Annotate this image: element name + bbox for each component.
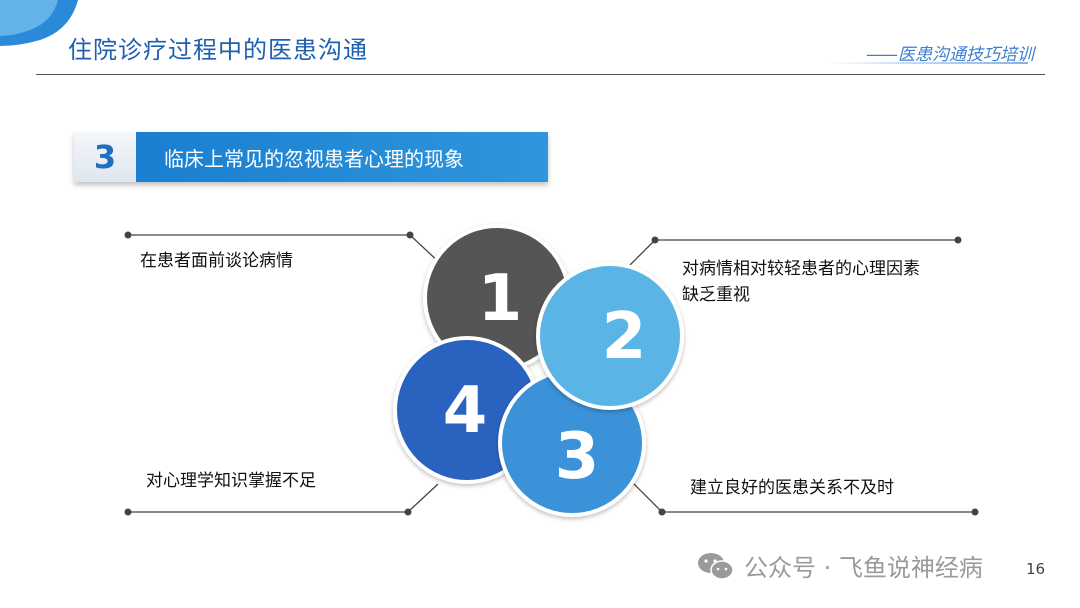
circle-number-2: 2 <box>602 300 647 374</box>
subtitle-underline <box>828 62 1028 64</box>
circle-number-4: 4 <box>443 374 488 448</box>
item-2-text-line2: 缺乏重视 <box>682 285 750 305</box>
item-label-2: 对病情相对较轻患者的心理因素 缺乏重视 <box>682 256 920 308</box>
page-number: 16 <box>1026 560 1046 578</box>
connector-dot-2b <box>651 236 659 244</box>
page-subtitle: ——医患沟通技巧培训 <box>866 40 1034 65</box>
page-title: 住院诊疗过程中的医患沟通 <box>68 36 368 64</box>
corner-decoration <box>0 0 78 46</box>
item-label-1: 在患者面前谈论病情 <box>140 248 293 274</box>
connector-dot-3a <box>971 508 979 516</box>
section-heading: 临床上常见的忽视患者心理的现象 <box>136 132 548 182</box>
section-number: 3 <box>74 132 136 182</box>
item-2-text-line1: 对病情相对较轻患者的心理因素 <box>682 259 920 279</box>
connector-dot-1a <box>124 231 132 239</box>
connector-dot-3b <box>658 508 666 516</box>
connector-dot-1b <box>406 231 414 239</box>
item-label-3: 建立良好的医患关系不及时 <box>690 475 894 501</box>
connector-dot-2a <box>954 236 962 244</box>
item-4-text: 对心理学知识掌握不足 <box>146 471 316 491</box>
watermark: 公众号 · 飞鱼说神经病 <box>696 548 983 583</box>
subtitle-dash: —— <box>866 45 898 65</box>
header-divider <box>36 74 1045 75</box>
item-1-text: 在患者面前谈论病情 <box>140 251 293 271</box>
item-3-text: 建立良好的医患关系不及时 <box>690 478 894 498</box>
connector-dot-4a <box>124 508 132 516</box>
subtitle-text: 医患沟通技巧培训 <box>898 45 1034 65</box>
circle-2 <box>536 262 684 410</box>
wechat-icon <box>698 552 734 580</box>
connector-dot-4b <box>404 508 412 516</box>
section-heading-bar: 3 临床上常见的忽视患者心理的现象 <box>74 132 548 182</box>
circle-number-1: 1 <box>478 262 523 336</box>
circle-number-3: 3 <box>555 420 600 494</box>
item-label-4: 对心理学知识掌握不足 <box>146 468 316 494</box>
watermark-text: 公众号 · 飞鱼说神经病 <box>744 554 983 582</box>
